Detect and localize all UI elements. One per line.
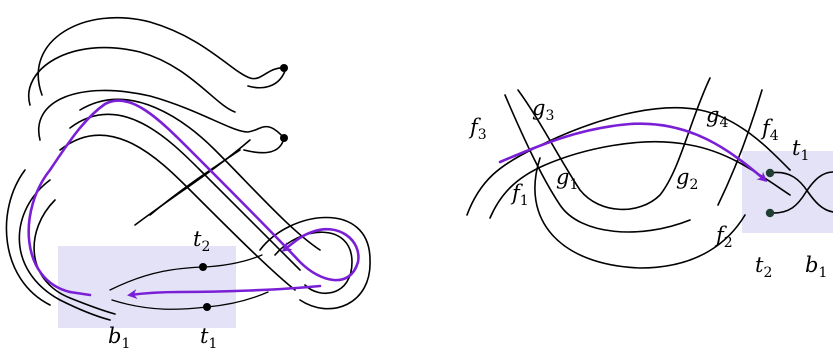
left-highlight-path-lower — [127, 284, 322, 300]
left-strand-diag-2 — [59, 134, 296, 291]
right-shaded-region — [742, 151, 833, 233]
left-strand-second-loop — [27, 46, 236, 113]
right-strand-u-bottom — [534, 157, 746, 269]
left-marked-point-top-1 — [280, 64, 288, 72]
right-label-t1: t1 — [792, 136, 809, 164]
left-strand-right-loop-outer — [259, 216, 371, 310]
left-label-t1: t1 — [200, 324, 217, 352]
right-highlight-path — [498, 122, 768, 182]
left-shaded-region — [58, 246, 236, 328]
right-label-g3: g3 — [532, 96, 554, 124]
right-marked-point-t2 — [765, 208, 775, 218]
left-marked-point-top-2 — [280, 134, 288, 142]
left-strand-lower-1 — [18, 179, 111, 321]
right-marked-point-t1 — [765, 168, 775, 178]
right-strand-f1 — [489, 140, 791, 219]
left-strand-third-loop-return — [243, 137, 285, 154]
right-label-g2: g2 — [676, 165, 698, 193]
right-label-t2: t2 — [755, 253, 772, 281]
left-strand-diag-1 — [69, 113, 301, 271]
left-strand-outer-loop-return — [247, 67, 287, 89]
left-highlight-path-left — [68, 290, 92, 297]
left-strand-third-loop — [37, 89, 285, 141]
right-label-f4: f4 — [760, 116, 779, 144]
left-diagram: t2 t1 b1 — [5, 16, 371, 352]
left-strand-lower-3 — [5, 169, 51, 306]
right-diagram: f3 g3 f1 g1 g2 g4 f4 t1 f2 t2 b1 — [466, 77, 833, 281]
left-marked-point-t1 — [203, 303, 211, 311]
right-label-f1: f1 — [510, 181, 529, 209]
right-label-g4: g4 — [706, 103, 728, 131]
right-label-f2: f2 — [714, 223, 733, 251]
right-strand-t2 — [769, 171, 833, 214]
left-label-t2: t2 — [193, 227, 210, 255]
left-strand-outer-loop — [37, 16, 287, 96]
left-marked-point-t2 — [199, 263, 207, 271]
left-strand-lower-2 — [33, 199, 116, 315]
right-strand-t1 — [769, 171, 833, 213]
left-strand-cross-2 — [134, 139, 251, 226]
left-label-b1: b1 — [108, 324, 130, 352]
left-highlight-path — [27, 99, 360, 294]
left-strand-right-loop-inner — [274, 231, 353, 294]
right-label-f3: f3 — [468, 115, 487, 143]
right-strand-f4 — [717, 89, 763, 206]
right-label-g1: g1 — [556, 165, 578, 193]
right-label-b1: b1 — [805, 253, 827, 281]
right-strand-g1 — [504, 94, 691, 233]
